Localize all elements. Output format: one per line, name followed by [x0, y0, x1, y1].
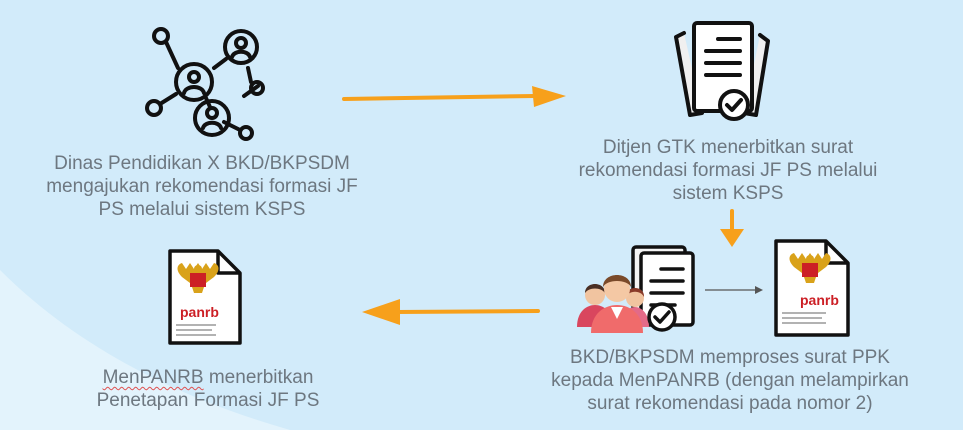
arrow-step2-to-step3	[720, 209, 744, 247]
step3-label: BKD/BKPSDM memproses surat PPK kepada Me…	[551, 347, 909, 414]
arrow-step1-to-step2	[342, 86, 566, 107]
certified-document-icon	[674, 21, 770, 121]
panrb-document-icon-left: panrb	[168, 249, 242, 345]
arrow-step3-to-step4	[362, 299, 540, 325]
garuda-emblem-icon	[789, 253, 831, 283]
people-document-icon	[577, 245, 695, 333]
panrb-logo-text-left: panrb	[180, 304, 219, 320]
panrb-logo-text: panrb	[800, 292, 839, 308]
network-people-icon	[145, 27, 265, 141]
step1-label: Dinas Pendidikan X BKD/BKPSDM mengajukan…	[46, 153, 358, 220]
panrb-document-icon: panrb	[774, 239, 850, 337]
attachment-arrow	[705, 286, 763, 294]
step4-word-menpanrb: MenPANRB	[102, 367, 204, 388]
step2-label: Ditjen GTK menerbitkan surat rekomendasi…	[578, 137, 878, 204]
garuda-emblem-icon	[177, 263, 219, 293]
step4-label: MenPANRB menerbitkan Penetapan Formasi J…	[96, 367, 320, 411]
